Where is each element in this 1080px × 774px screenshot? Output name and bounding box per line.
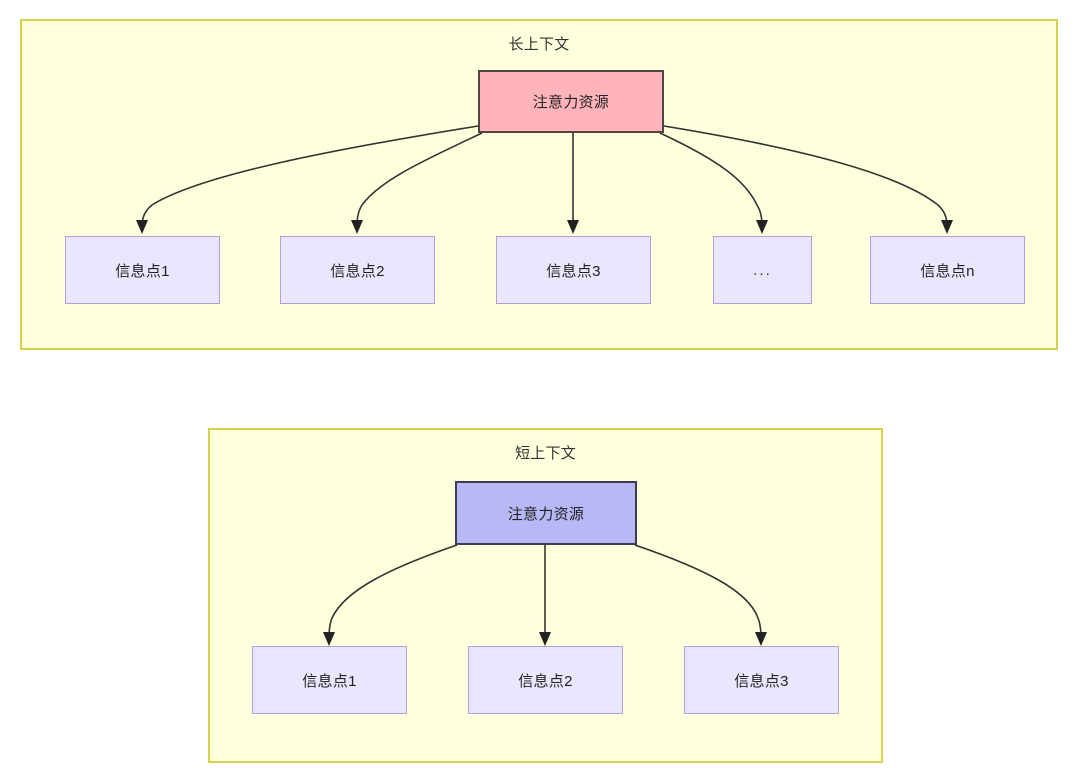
node-info-long-ellipsis-label: ... [753, 261, 772, 279]
node-info-short-3[interactable]: 信息点3 [684, 646, 839, 714]
node-info-long-3[interactable]: 信息点3 [496, 236, 651, 304]
node-attention-long-context-label: 注意力资源 [532, 94, 610, 111]
node-attention-short-context[interactable]: 注意力资源 [455, 481, 637, 545]
panel-long-context-title: 长上下文 [508, 36, 570, 53]
node-info-short-1-label: 信息点1 [302, 672, 357, 690]
node-info-long-3-label: 信息点3 [546, 262, 601, 280]
node-info-short-2[interactable]: 信息点2 [468, 646, 623, 714]
panel-short-context-title: 短上下文 [515, 445, 576, 462]
node-attention-long-context[interactable]: 注意力资源 [478, 70, 664, 133]
node-info-short-2-label: 信息点2 [518, 672, 573, 690]
node-info-long-ellipsis[interactable]: ... [713, 236, 812, 304]
node-info-long-n-label: 信息点n [920, 262, 975, 280]
node-info-short-1[interactable]: 信息点1 [252, 646, 407, 714]
node-info-long-n[interactable]: 信息点n [870, 236, 1025, 304]
node-info-long-1[interactable]: 信息点1 [65, 236, 220, 304]
node-info-long-1-label: 信息点1 [115, 262, 170, 280]
node-info-long-2-label: 信息点2 [330, 262, 385, 280]
node-info-short-3-label: 信息点3 [734, 672, 789, 690]
node-info-long-2[interactable]: 信息点2 [280, 236, 435, 304]
node-attention-short-context-label: 注意力资源 [507, 505, 585, 523]
